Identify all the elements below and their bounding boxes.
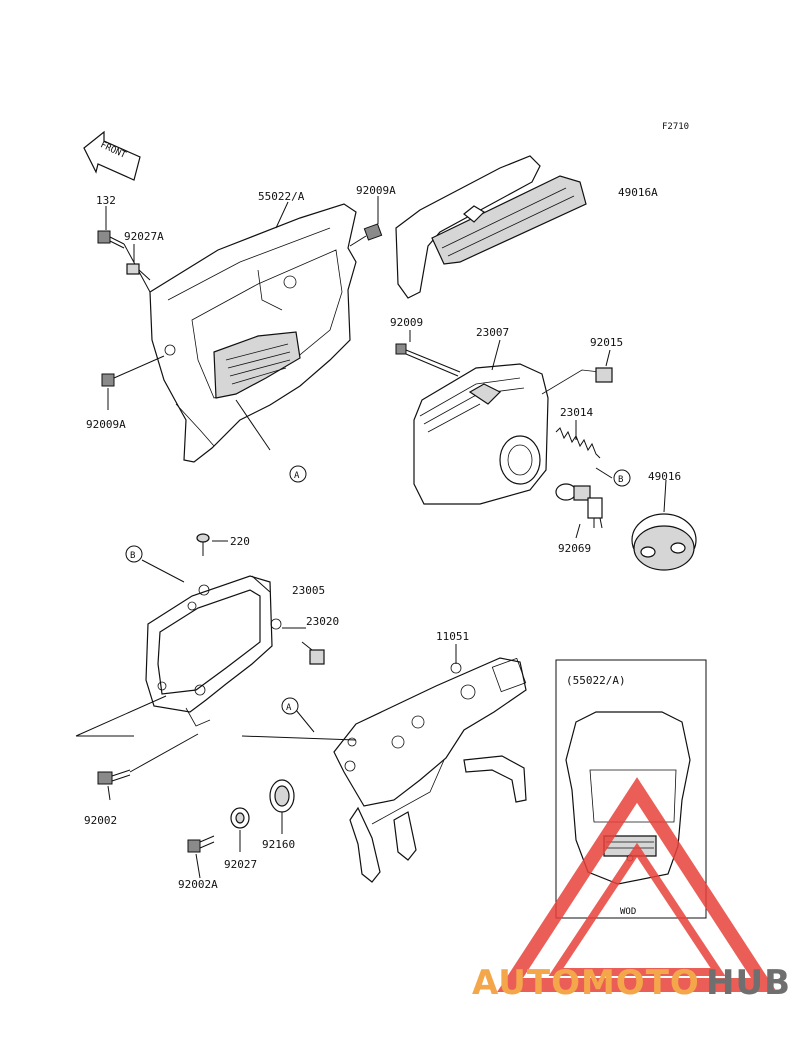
label-92160: 92160 <box>262 838 295 851</box>
inset-note: WOD <box>620 907 636 917</box>
callout-a-stay: A <box>281 697 299 715</box>
label-23007: 23007 <box>476 326 509 339</box>
label-132: 132 <box>96 194 116 207</box>
svg-text:A: A <box>286 703 292 713</box>
headlight-unit-part <box>413 363 601 505</box>
label-23014: 23014 <box>560 406 593 419</box>
headlight-stay-part <box>333 657 527 883</box>
label-49016A: 49016A <box>618 186 658 199</box>
spring-23014-part <box>555 427 601 459</box>
label-92015: 92015 <box>590 336 623 349</box>
screw-220-part <box>196 533 228 556</box>
watermark-logo <box>497 777 777 992</box>
svg-text:A: A <box>294 471 300 481</box>
inset-title: (55022/A) <box>566 674 626 687</box>
label-92009: 92009 <box>390 316 423 329</box>
label-23020: 23020 <box>306 615 339 628</box>
label-49016: 49016 <box>648 470 681 483</box>
bulb-92069-part <box>555 483 603 529</box>
visor-part <box>395 155 587 299</box>
svg-text:B: B <box>618 475 623 485</box>
nut-23020-part <box>301 641 325 665</box>
label-92002A: 92002A <box>178 878 218 891</box>
bolt-92002A-part <box>187 835 215 853</box>
front-arrow-icon: FRONT <box>83 130 141 181</box>
callout-b-frame: B <box>125 545 143 563</box>
label-92027: 92027 <box>224 858 257 871</box>
label-11051: 11051 <box>436 630 469 643</box>
part-number-labels: 132 92027A 55022/A 92009A 49016A 92009A … <box>84 184 681 891</box>
callout-b-headlight: B <box>613 469 631 487</box>
label-92002: 92002 <box>84 814 117 827</box>
watermark-text-gray: HUB <box>706 963 791 1003</box>
leader-lines <box>75 196 667 879</box>
headlight-frame-part <box>145 575 282 727</box>
callout-a-cowl: A <box>289 465 307 483</box>
bolt-92009A-top-part <box>349 223 383 247</box>
figure-code: F2710 <box>662 122 689 132</box>
label-92009A-top: 92009A <box>356 184 396 197</box>
bolt-92009A-left-part <box>101 355 165 387</box>
bolt-92009-part <box>395 343 461 377</box>
label-220: 220 <box>230 535 250 548</box>
cover-49016-part <box>631 513 697 571</box>
label-92009A-left: 92009A <box>86 418 126 431</box>
svg-text:B: B <box>130 551 135 561</box>
grommet-92160-part <box>269 779 295 813</box>
collar-92027-part <box>230 807 250 829</box>
grommet-92027A-part <box>126 263 151 281</box>
label-23005: 23005 <box>292 584 325 597</box>
upper-cowl-part <box>149 203 357 463</box>
label-92069: 92069 <box>558 542 591 555</box>
clip-92015-part <box>595 367 613 383</box>
bolt-92002-part <box>97 733 199 785</box>
label-92027A: 92027A <box>124 230 164 243</box>
watermark-text-orange: AUTOMOTO <box>472 963 700 1003</box>
label-55022A: 55022/A <box>258 190 305 203</box>
